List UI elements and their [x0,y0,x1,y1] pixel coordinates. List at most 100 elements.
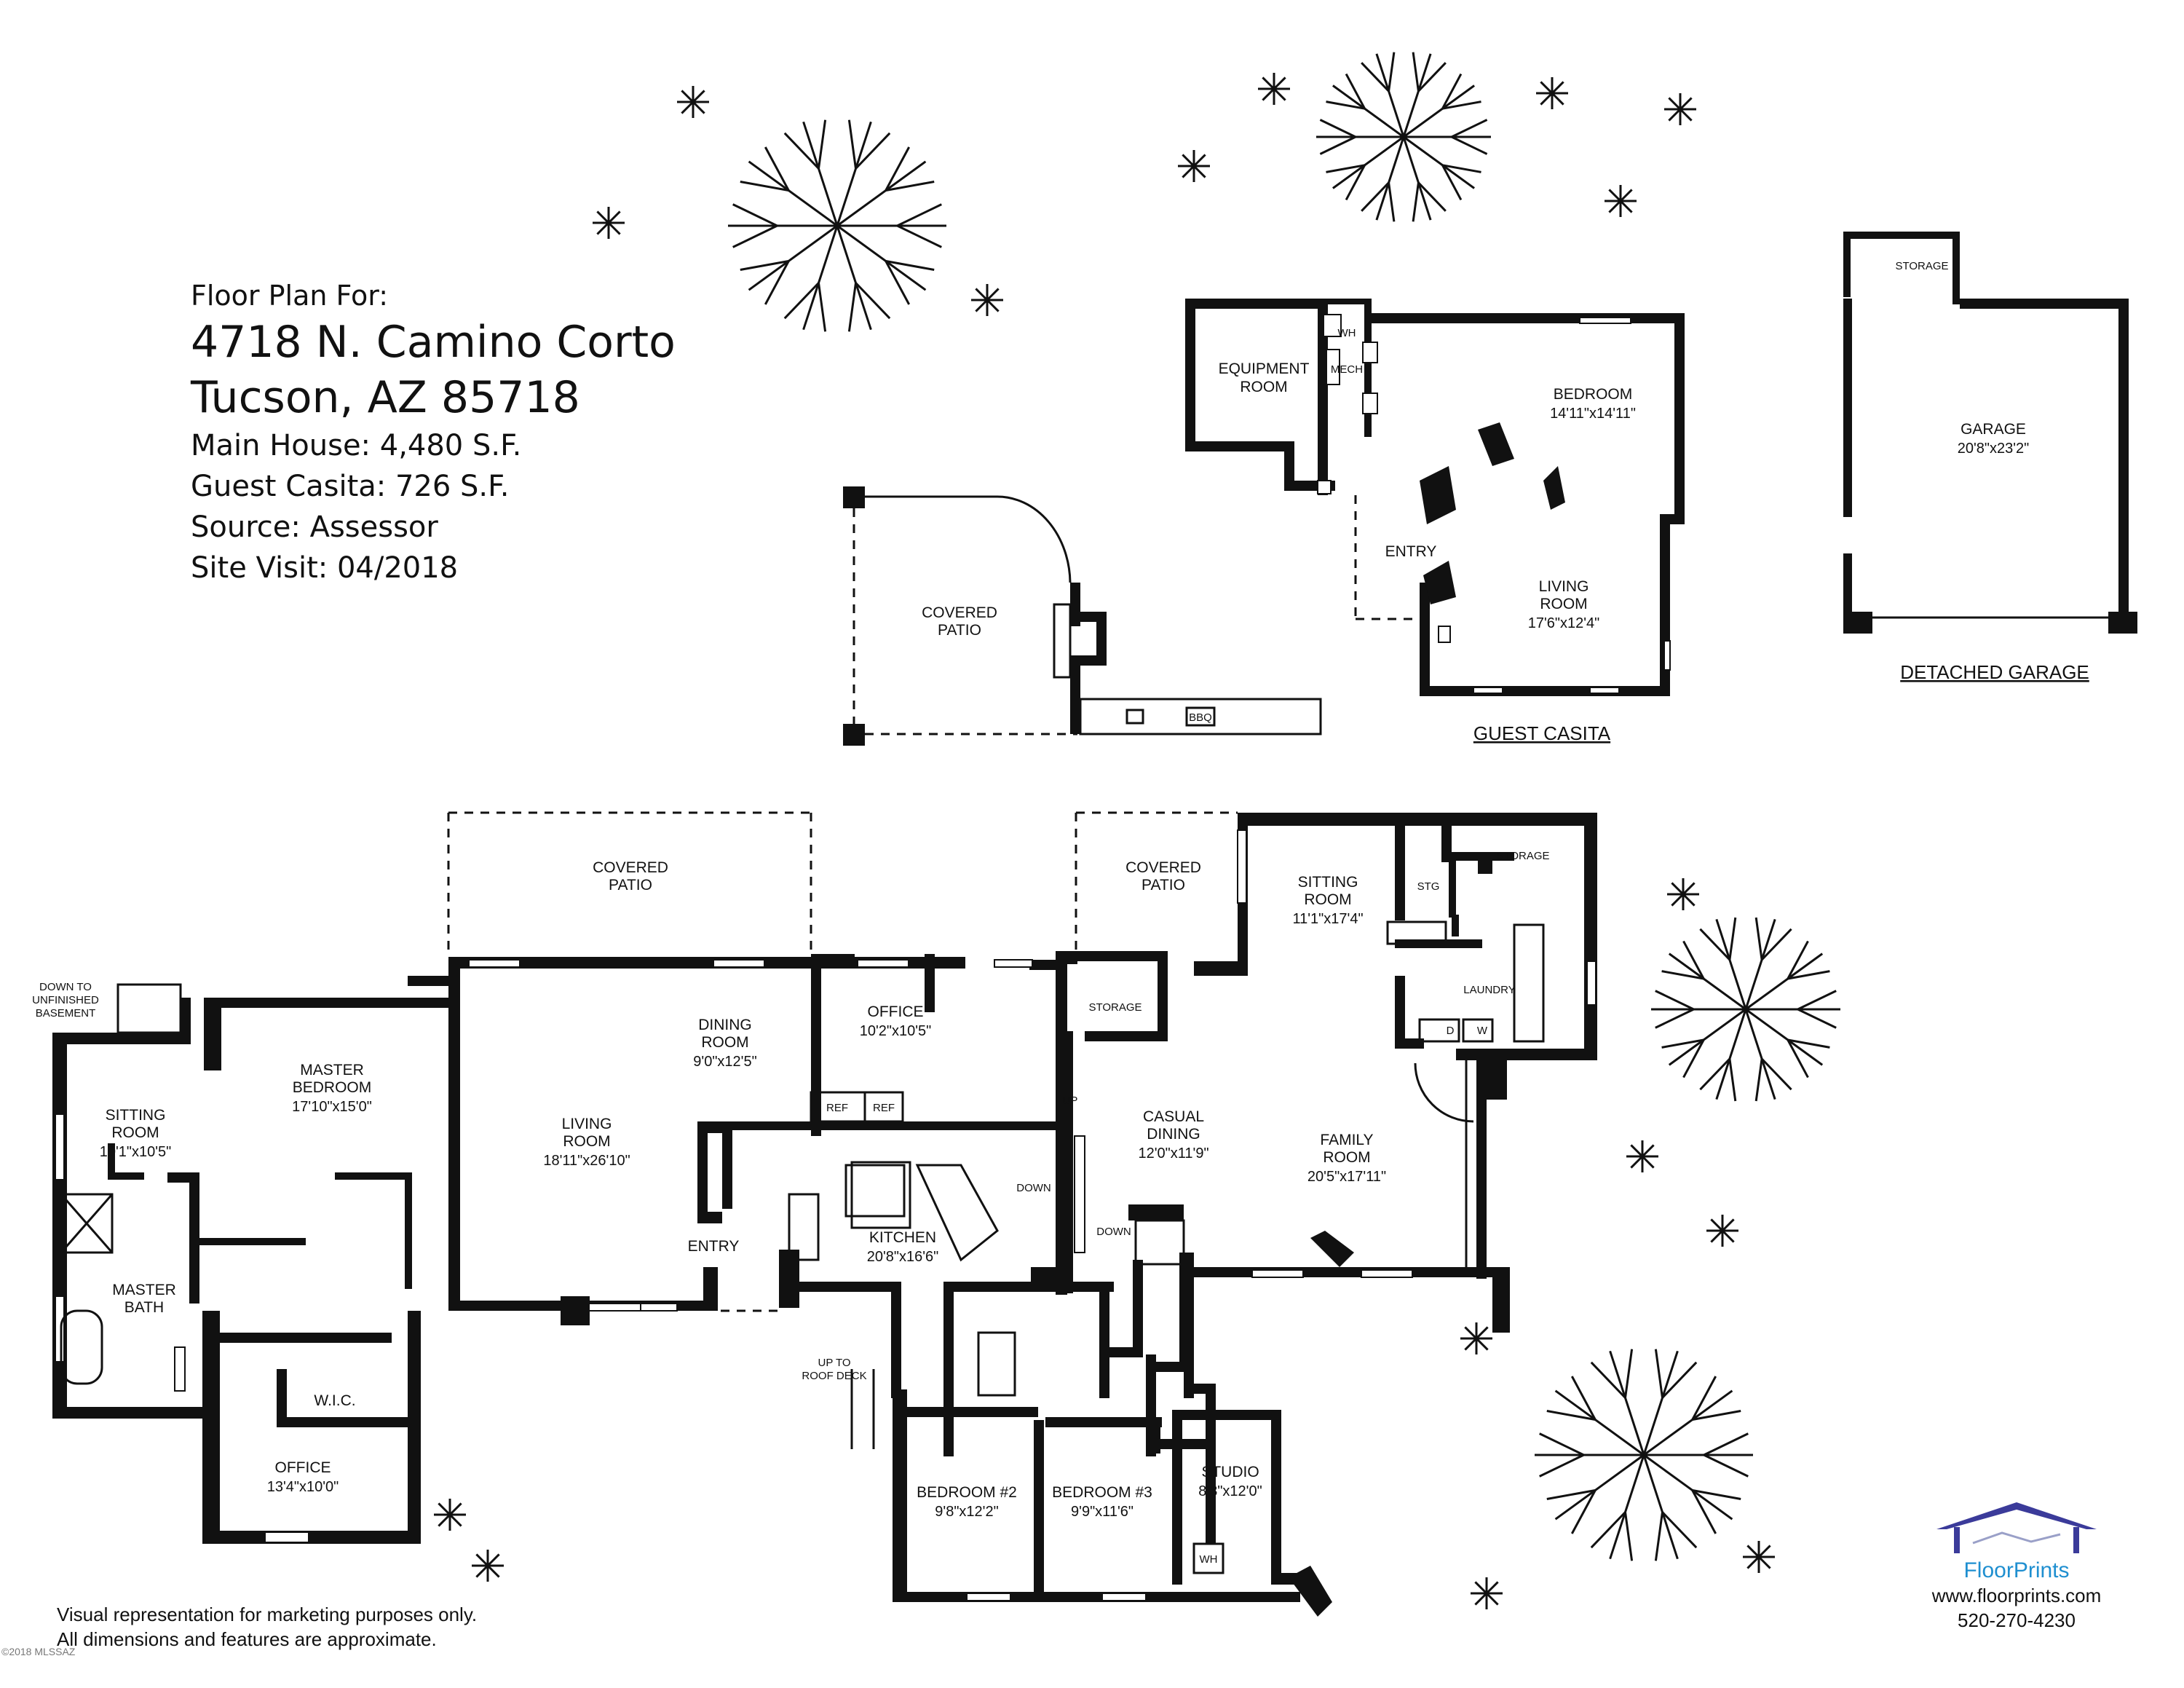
entry-label: ENTRY [688,1238,740,1255]
bedroom-3-label: BEDROOM #3 [1052,1484,1152,1501]
master-bedroom-label-1: MASTER [300,1062,364,1078]
kitchen-dim: 20'8"x16'6" [867,1249,939,1265]
dining-room-dim: 9'0"x12'5" [693,1054,756,1070]
office-left-dim: 13'4"x10'0" [267,1479,339,1495]
detached-garage [1843,232,2137,634]
shrub-icon [1667,878,1699,910]
ref-1-label: REF [826,1102,848,1114]
disclaimer-line-1: Visual representation for marketing purp… [57,1604,478,1625]
shrub-icon [472,1550,504,1582]
living-room-label-2: ROOM [563,1133,610,1150]
family-room-label-2: ROOM [1323,1149,1370,1166]
sitting-room-right-label-2: ROOM [1304,891,1351,908]
right-patio-label-1: COVERED [1125,859,1201,876]
sitting-room-left-label-2: ROOM [111,1124,159,1141]
casual-dining-label-2: DINING [1147,1126,1200,1143]
dining-room-label-1: DINING [698,1017,752,1033]
bedroom-3-dim: 9'9"x11'6" [1071,1504,1133,1520]
main-patio-label-1: COVERED [593,859,668,876]
dining-room-label-2: ROOM [701,1034,748,1051]
shrub-icon [1536,77,1568,109]
top-patio-label-1: COVERED [922,604,997,621]
tree-icon [1316,52,1491,222]
bbq-label: BBQ [1189,711,1212,724]
top-patio-label-2: PATIO [938,622,981,639]
casita-living-label-2: ROOM [1540,596,1587,612]
wic-label: W.I.C. [314,1392,355,1409]
master-bath-label-2: BATH [124,1299,164,1316]
plan-info: Floor Plan For: 4718 N. Camino Corto Tuc… [191,277,676,588]
stg-label: STG [1417,880,1440,893]
main-house-area: Main House: 4,480 S.F. [191,429,522,462]
equipment-room-label-2: ROOM [1240,379,1287,395]
landscaping [434,52,1840,1609]
shrub-icon [971,284,1003,316]
shrub-icon [677,86,709,118]
detached-garage-title: DETACHED GARAGE [1900,661,2089,683]
shrub-icon [1258,73,1290,105]
shrub-icon [1743,1541,1775,1573]
washer-label: W [1477,1025,1488,1037]
casual-dining-dim: 12'0"x11'9" [1138,1145,1208,1162]
roof-deck-label-1: UP TO [818,1357,850,1369]
guest-casita-walls [1185,299,1685,696]
disclaimer: Visual representation for marketing purp… [57,1602,477,1652]
main-patio-label-2: PATIO [609,877,652,894]
sitting-room-right-dim: 11'1"x17'4" [1292,911,1363,927]
basement-label-3: BASEMENT [36,1007,96,1019]
bedroom-2-label: BEDROOM #2 [917,1484,1017,1501]
shrub-icon [1471,1577,1503,1609]
guest-casita-title: GUEST CASITA [1473,722,1611,744]
living-room-label-1: LIVING [562,1116,612,1132]
dryer-label: D [1447,1025,1455,1037]
top-patio [843,486,1322,746]
shrub-icon [434,1499,466,1531]
guest-casita-area: Guest Casita: 726 S.F. [191,470,510,503]
ref-2-label: REF [873,1102,895,1114]
casual-dining-label-1: CASUAL [1143,1108,1204,1125]
master-bath-label-1: MASTER [112,1282,176,1298]
disclaimer-line-2: All dimensions and features are approxim… [57,1628,437,1650]
studio-dim: 8'3"x12'0" [1198,1483,1262,1499]
labels: EQUIPMENT ROOM WH MECH BEDROOM 14'11"x14… [32,260,2089,1566]
shrub-icon [593,207,625,239]
garage-dim: 20'8"x23'2" [1958,441,2030,457]
laundry-label: LAUNDRY [1463,984,1515,996]
office-mid-dim: 10'2"x10'5" [860,1023,932,1039]
floorprints-logo: FloorPrints www.floorprints.com 520-270-… [1922,1496,2111,1633]
house-roof-icon [1936,1502,2097,1553]
copyright: ©2018 MLSSAZ [1,1646,76,1657]
living-room-dim: 18'11"x26'10" [543,1153,630,1169]
brand-name: FloorPrints [1963,1558,2070,1582]
address-line-1: 4718 N. Camino Corto [191,317,676,368]
mech-label: MECH [1331,363,1363,376]
office-mid-label: OFFICE [868,1003,924,1020]
family-room-dim: 20'5"x17'11" [1307,1169,1386,1185]
office-left-label: OFFICE [275,1459,331,1476]
tree-icon [728,119,946,332]
right-patio-label-2: PATIO [1142,877,1185,894]
website-link[interactable]: www.floorprints.com [1931,1585,2102,1606]
source-line: Source: Assessor [191,510,438,544]
address-line-2: Tucson, AZ 85718 [191,372,580,423]
casita-entry-label: ENTRY [1385,543,1437,560]
basement-label-1: DOWN TO [39,981,92,993]
main-house-walls [52,811,1597,1617]
shrub-icon [1706,1215,1738,1247]
site-visit-line: Site Visit: 04/2018 [191,551,459,585]
master-bedroom-dim: 17'10"x15'0" [292,1099,372,1115]
casita-bedroom-dim: 14'11"x14'11" [1550,406,1636,422]
garage-storage-label: STORAGE [1895,260,1948,272]
kitchen-label: KITCHEN [869,1229,936,1246]
family-room-label-1: FAMILY [1320,1132,1373,1148]
sitting-room-left-dim: 10'1"x10'5" [100,1144,172,1160]
casita-living-dim: 17'6"x12'4" [1528,615,1600,631]
tree-icon [1651,917,1840,1102]
garage-label: GARAGE [1961,421,2026,438]
storage-mid-label: STORAGE [1088,1001,1142,1014]
shrub-icon [1460,1322,1492,1354]
master-bedroom-label-2: BEDROOM [293,1079,372,1096]
shrub-icon [1664,93,1696,125]
bedroom-2-dim: 9'8"x12'2" [935,1504,998,1520]
